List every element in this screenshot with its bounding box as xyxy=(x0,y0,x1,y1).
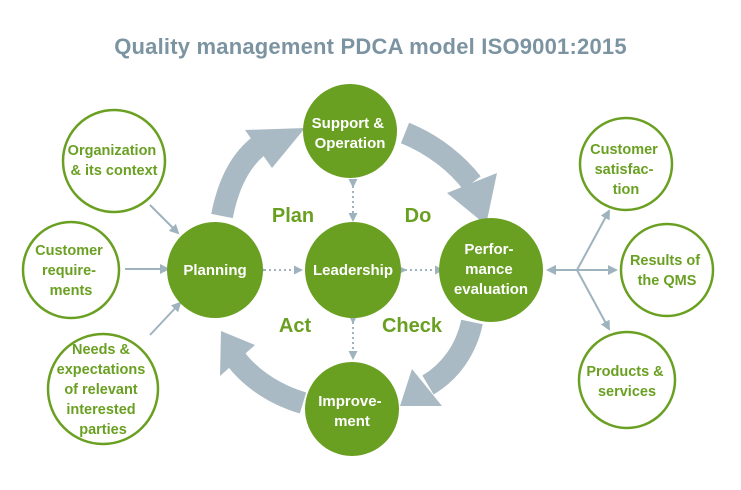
output-products-services: Products & services xyxy=(577,330,677,430)
input-interested-parties: Needs & expectations of relevant interes… xyxy=(46,332,160,446)
cycle-arrow-improvement-to-planning xyxy=(220,331,307,414)
output-results-qms: Results of the QMS xyxy=(619,222,715,318)
input-arrow-1 xyxy=(149,204,180,235)
node-label: Improve- xyxy=(318,393,381,410)
input-line: Needs & xyxy=(72,342,131,358)
svg-text:Planning: Planning xyxy=(183,262,246,279)
output-customer-satisfaction: Customer satisfac- tion xyxy=(578,116,674,212)
input-line: ments xyxy=(50,283,93,299)
input-line: expectations xyxy=(57,362,146,378)
cycle-arrow-support-to-performance xyxy=(400,122,497,225)
input-line: Customer xyxy=(35,243,103,259)
input-arrow-3 xyxy=(149,301,182,336)
phase-check: Check xyxy=(382,315,443,337)
output-line: Products & xyxy=(586,364,664,380)
output-line: satisfac- xyxy=(595,162,654,178)
input-line: & its context xyxy=(70,163,157,179)
phase-plan: Plan xyxy=(272,205,314,227)
svg-text:Support & Operation: Support & Operation xyxy=(312,115,389,152)
node-planning: Planning xyxy=(167,222,263,318)
output-line: tion xyxy=(613,182,640,198)
node-label: ment xyxy=(334,413,370,430)
output-line: Customer xyxy=(590,142,658,158)
svg-text:Leadership: Leadership xyxy=(313,262,393,279)
output-arrows xyxy=(546,209,618,331)
node-label: mance xyxy=(465,261,513,278)
node-leadership: Leadership xyxy=(305,222,401,318)
input-customer-requirements: Customer require- ments xyxy=(21,220,121,320)
output-arrow-3 xyxy=(576,269,610,331)
input-line: interested xyxy=(66,402,135,418)
phase-act: Act xyxy=(279,315,312,337)
leadership-connectors xyxy=(257,179,444,360)
svg-text:Perfor- mance: Perfor- mance evaluation xyxy=(454,241,528,298)
svg-text:Needs & expectations: Needs & expectations of relevant interes… xyxy=(57,342,150,438)
output-line: Results of xyxy=(630,253,700,269)
input-arrows xyxy=(125,204,182,336)
output-circles: Customer satisfac- tion Results of the Q… xyxy=(577,116,715,430)
node-improvement: Improve- ment xyxy=(305,362,399,456)
svg-text:Results of the QMS: Results of the QMS xyxy=(630,253,704,289)
node-label: Leadership xyxy=(313,262,393,279)
input-line: Organization xyxy=(68,143,157,159)
node-label: Perfor- xyxy=(464,241,513,258)
output-arrow-1 xyxy=(576,209,610,271)
phase-labels: Plan Do Check Act xyxy=(272,205,443,337)
input-organization-context: Organization & its context xyxy=(61,108,167,214)
cycle-arrow-performance-to-improvement xyxy=(400,319,483,406)
node-label: Support & xyxy=(312,115,385,132)
svg-text:Improve- ment: Improve- ment xyxy=(318,393,386,430)
svg-text:Products & services: Products & services xyxy=(586,364,667,400)
diagram-title: Quality management PDCA model ISO9001:20… xyxy=(114,34,627,59)
node-label: Planning xyxy=(183,262,246,279)
svg-text:Organization & its c: Organization & its context xyxy=(68,143,161,179)
phase-do: Do xyxy=(405,205,432,227)
input-circles: Organization & its context Customer requ… xyxy=(21,108,167,446)
svg-text:Customer require-: Customer require- ments xyxy=(35,243,107,299)
input-line: parties xyxy=(79,422,127,438)
node-label: evaluation xyxy=(454,281,528,298)
node-support-operation: Support & Operation xyxy=(303,84,397,178)
svg-text:Customer satisfac-: Customer satisfac- tion xyxy=(590,142,662,198)
node-performance-evaluation: Perfor- mance evaluation xyxy=(439,218,543,322)
input-line: require- xyxy=(42,263,96,279)
core-nodes: Support & Operation Planning Leadership xyxy=(167,84,543,456)
output-line: services xyxy=(598,384,656,400)
input-line: of relevant xyxy=(64,382,137,398)
cycle-arrow-planning-to-support xyxy=(211,128,305,219)
cycle-arrows xyxy=(211,122,497,414)
node-label: Operation xyxy=(315,135,386,152)
output-line: the QMS xyxy=(638,273,697,289)
